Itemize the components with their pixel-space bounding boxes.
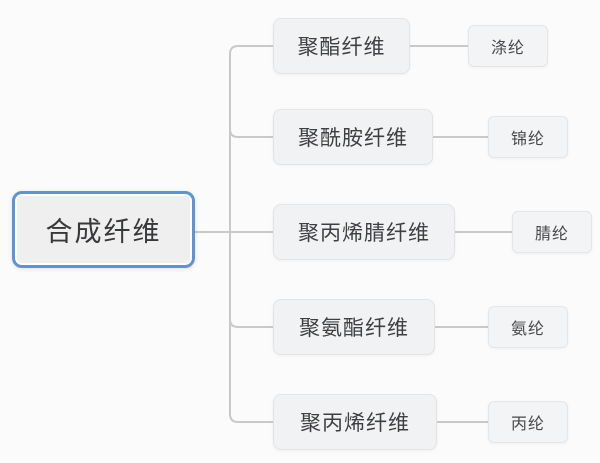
branch-node-4[interactable]: 聚氨酯纤维 [273, 299, 435, 355]
root-node[interactable]: 合成纤维 [12, 191, 195, 268]
leaf-node-label: 腈纶 [534, 224, 569, 243]
leaf-node-label: 氨纶 [510, 319, 545, 338]
leaf-node-2[interactable]: 锦纶 [488, 116, 568, 158]
leaf-node-label: 锦纶 [510, 129, 545, 148]
branch-node-3[interactable]: 聚丙烯腈纤维 [273, 204, 455, 260]
leaf-node-1[interactable]: 涤纶 [468, 25, 548, 67]
branch-node-label: 聚丙烯纤维 [300, 411, 410, 435]
leaf-node-label: 丙纶 [510, 414, 545, 433]
branch-node-label: 聚丙烯腈纤维 [298, 221, 430, 245]
branch-node-label: 聚酰胺纤维 [298, 126, 408, 150]
root-node-label: 合成纤维 [45, 217, 162, 248]
leaf-node-4[interactable]: 氨纶 [488, 306, 568, 348]
branch-node-5[interactable]: 聚丙烯纤维 [273, 394, 437, 450]
connector-branch-4 [229, 318, 274, 328]
branch-node-2[interactable]: 聚酰胺纤维 [273, 109, 433, 165]
leaf-node-5[interactable]: 丙纶 [488, 401, 568, 443]
branch-node-label: 聚酯纤维 [297, 35, 386, 59]
branch-node-1[interactable]: 聚酯纤维 [273, 18, 410, 74]
connector-trunk [229, 45, 274, 423]
branch-node-label: 聚氨酯纤维 [299, 316, 409, 340]
leaf-node-3[interactable]: 腈纶 [512, 211, 592, 253]
leaf-node-label: 涤纶 [490, 38, 525, 57]
connector-branch-2 [229, 128, 274, 138]
